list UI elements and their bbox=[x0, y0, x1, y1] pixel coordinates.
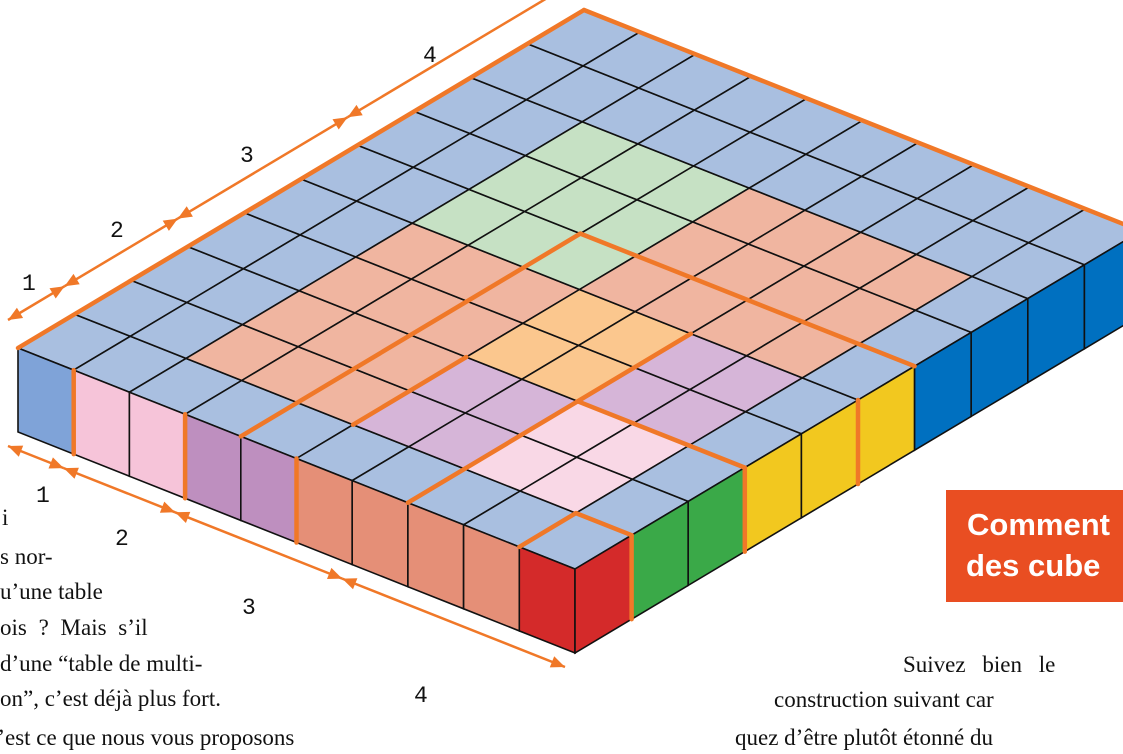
text-left-line-3: u’une table bbox=[0, 579, 103, 604]
arrowhead bbox=[162, 218, 178, 231]
arrowhead bbox=[347, 104, 363, 118]
block-boundary-line bbox=[581, 7, 1123, 227]
text-left-line-6: on”, c’est déjà plus fort. bbox=[0, 686, 221, 711]
block-boundary-line bbox=[578, 231, 917, 369]
dimension-arrows bbox=[7, 0, 566, 669]
front-label-1: 1 bbox=[36, 483, 50, 509]
front-label-4: 4 bbox=[414, 683, 428, 709]
arrowhead bbox=[49, 286, 65, 299]
dimension-arrow bbox=[63, 217, 179, 288]
text-left-line-4: ois ? Mais s’il bbox=[0, 615, 148, 640]
grid-right-faces bbox=[574, 240, 1123, 655]
block-boundary-line bbox=[238, 231, 583, 439]
arrowhead bbox=[332, 117, 348, 130]
arrowhead bbox=[8, 445, 24, 457]
arrowhead bbox=[177, 206, 193, 219]
text-left-line-2: s nor- bbox=[0, 544, 53, 569]
dimension-arrow bbox=[341, 577, 566, 669]
banner-title-line-1: Comment bbox=[967, 507, 1110, 542]
back-label-2: 2 bbox=[110, 218, 124, 244]
block-boundary-line bbox=[517, 510, 579, 550]
arrowhead bbox=[549, 656, 565, 668]
grid-top-faces bbox=[17, 9, 1123, 570]
arrowhead bbox=[342, 578, 358, 590]
text-right-line-3: quez d’être plutôt étonné du bbox=[735, 725, 994, 750]
cube-side-face bbox=[1083, 240, 1123, 351]
dimension-arrow bbox=[346, 0, 547, 119]
arrowhead bbox=[8, 307, 24, 320]
arrowhead bbox=[48, 457, 64, 469]
arrowhead bbox=[327, 567, 343, 579]
arrowhead bbox=[64, 273, 80, 287]
section-title-banner: Comment des cube bbox=[946, 490, 1123, 602]
block-boundary-line bbox=[15, 7, 587, 351]
banner-title-line-2: des cube bbox=[966, 548, 1101, 583]
block-boundary-lines bbox=[15, 7, 1123, 622]
arrowhead bbox=[159, 501, 176, 513]
front-label-2: 2 bbox=[115, 526, 129, 552]
text-right-line-1: Suivez bien le bbox=[903, 652, 1056, 677]
cube-top-face-blue bbox=[1027, 208, 1123, 266]
arrowhead bbox=[175, 511, 191, 523]
arrowhead bbox=[63, 467, 79, 479]
block-boundary-line bbox=[573, 510, 634, 538]
block-boundary-line bbox=[575, 331, 694, 404]
back-label-3: 3 bbox=[240, 143, 254, 169]
block-boundary-line bbox=[405, 399, 580, 505]
dimension-arrow bbox=[174, 511, 343, 580]
block-boundary-line bbox=[575, 399, 748, 470]
back-label-4: 4 bbox=[423, 43, 437, 69]
back-label-1: 1 bbox=[22, 271, 36, 297]
dimension-arrow bbox=[177, 116, 349, 220]
grid-front-faces bbox=[17, 346, 576, 655]
front-label-3: 3 bbox=[242, 595, 256, 621]
text-left-line-7: C’est ce que nous vous proposons bbox=[0, 725, 295, 750]
text-left-line-5: d’une “table de multi- bbox=[0, 651, 203, 676]
dimension-arrow bbox=[63, 466, 176, 514]
text-left-line-1: i bbox=[2, 505, 9, 530]
text-right-line-2: construction suivant car bbox=[774, 687, 994, 712]
block-boundary-line bbox=[350, 354, 469, 427]
